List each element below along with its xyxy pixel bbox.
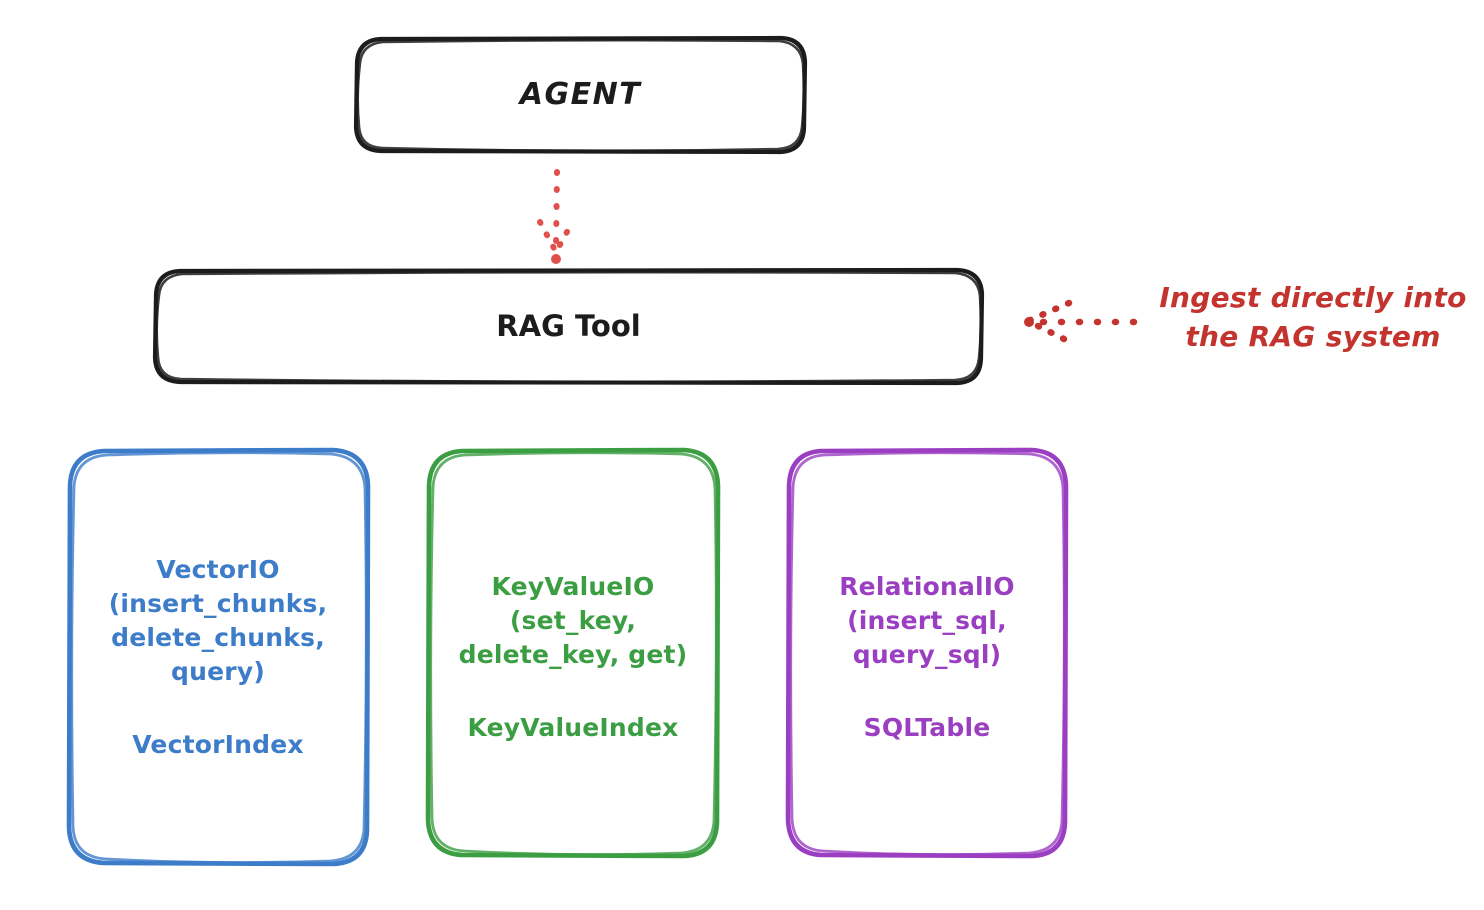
rag-tool-box-label: RAG Tool bbox=[496, 309, 641, 344]
store-api-vector-io: VectorIO (insert_chunks, delete_chunks, … bbox=[108, 555, 328, 687]
store-impl-vector-io: VectorIndex bbox=[132, 729, 304, 759]
store-api-key-value-io: KeyValueIO (set_key, delete_key, get) bbox=[458, 572, 688, 670]
store-label-key-value-io: KeyValueIO (set_key, delete_key, get) Ke… bbox=[428, 450, 718, 865]
ingest-arrow bbox=[1024, 299, 1138, 345]
ingest-annotation-label: Ingest directly into the RAG system bbox=[1159, 281, 1467, 354]
store-impl-relational-io: SQLTable bbox=[863, 712, 991, 742]
store-impl-key-value-io: KeyValueIndex bbox=[467, 712, 679, 742]
agent-box-label: AGENT bbox=[519, 77, 642, 113]
store-label-relational-io: RelationalIO (insert_sql, query_sql) SQL… bbox=[788, 450, 1066, 865]
agent-to-rag-arrow bbox=[537, 169, 576, 264]
store-api-relational-io: RelationalIO (insert_sql, query_sql) bbox=[839, 572, 1015, 670]
store-label-vector-io: VectorIO (insert_chunks, delete_chunks, … bbox=[68, 450, 368, 865]
